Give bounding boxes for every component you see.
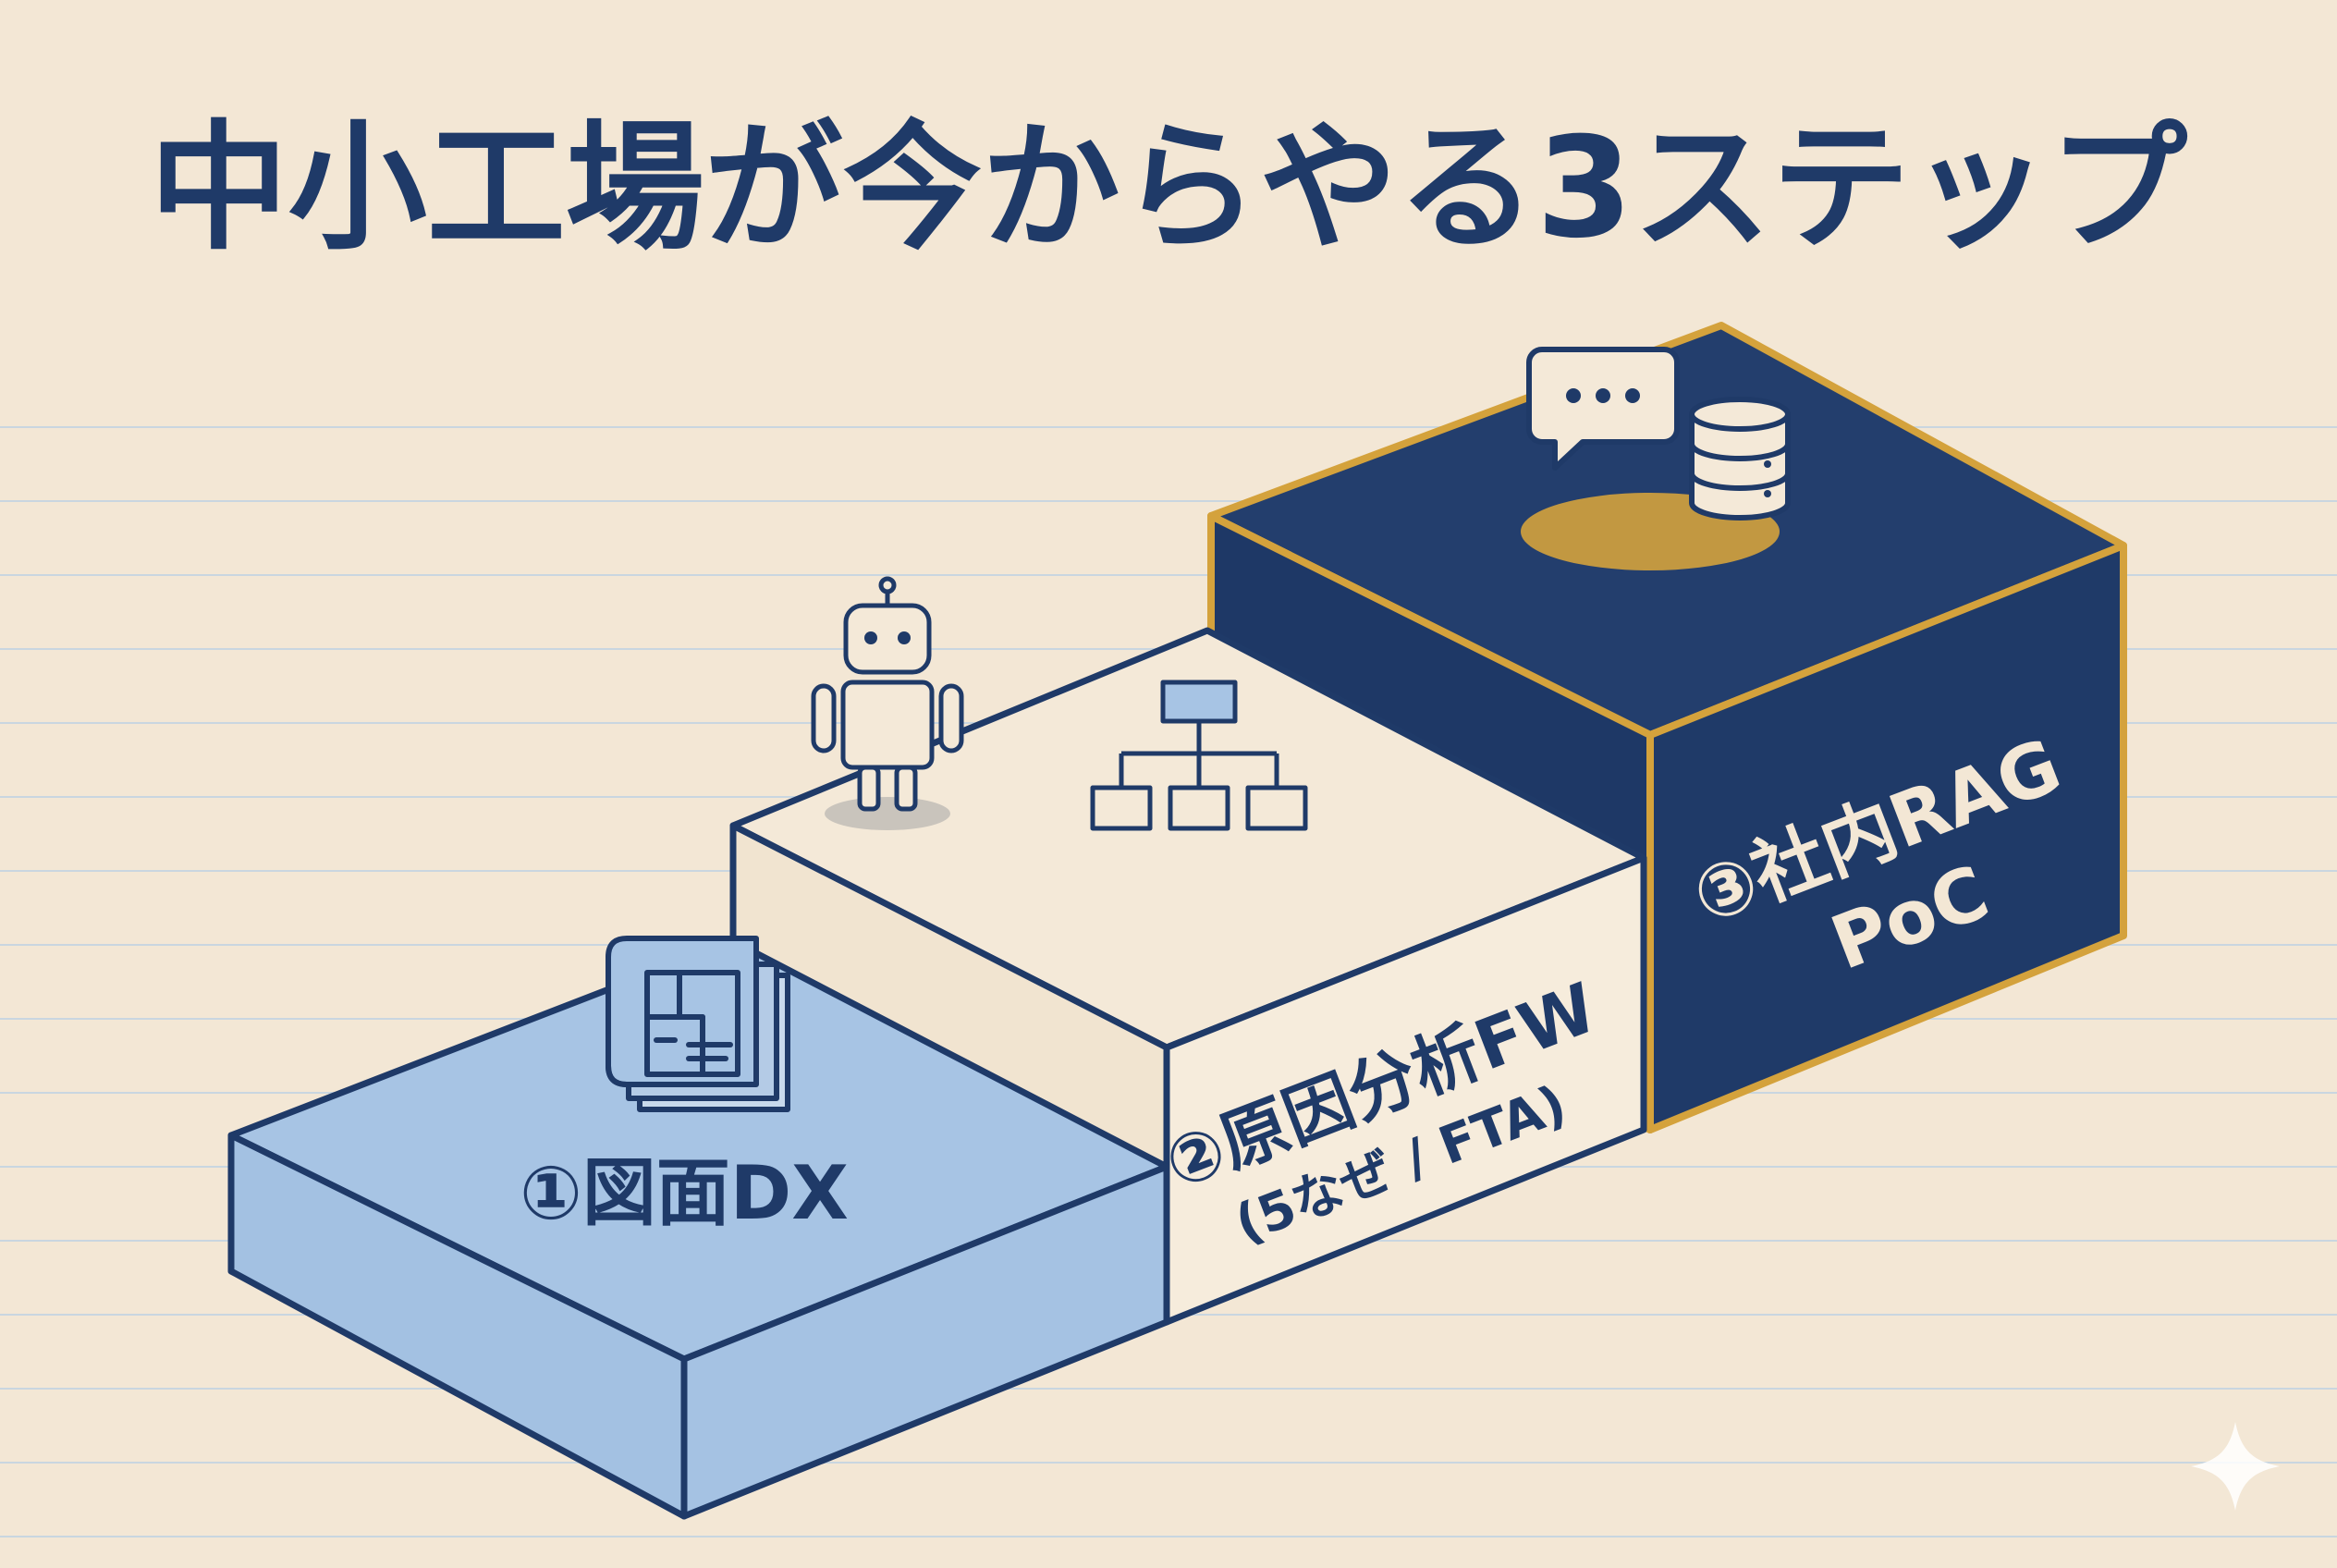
robot-icon	[811, 576, 964, 830]
sparkle-icon	[2191, 1422, 2280, 1511]
step-1-front-face	[680, 1163, 1170, 1520]
hierarchy-chart-icon	[1090, 680, 1308, 831]
step-1-block	[227, 937, 1170, 1520]
blueprint-icon	[606, 936, 790, 1112]
step-1-label: ①図面DX	[520, 1150, 849, 1236]
chat-bubble-icon	[1526, 347, 1680, 471]
page-title: 中小工場が今からやる3ステップ	[150, 108, 2187, 269]
database-icon	[1689, 397, 1791, 521]
